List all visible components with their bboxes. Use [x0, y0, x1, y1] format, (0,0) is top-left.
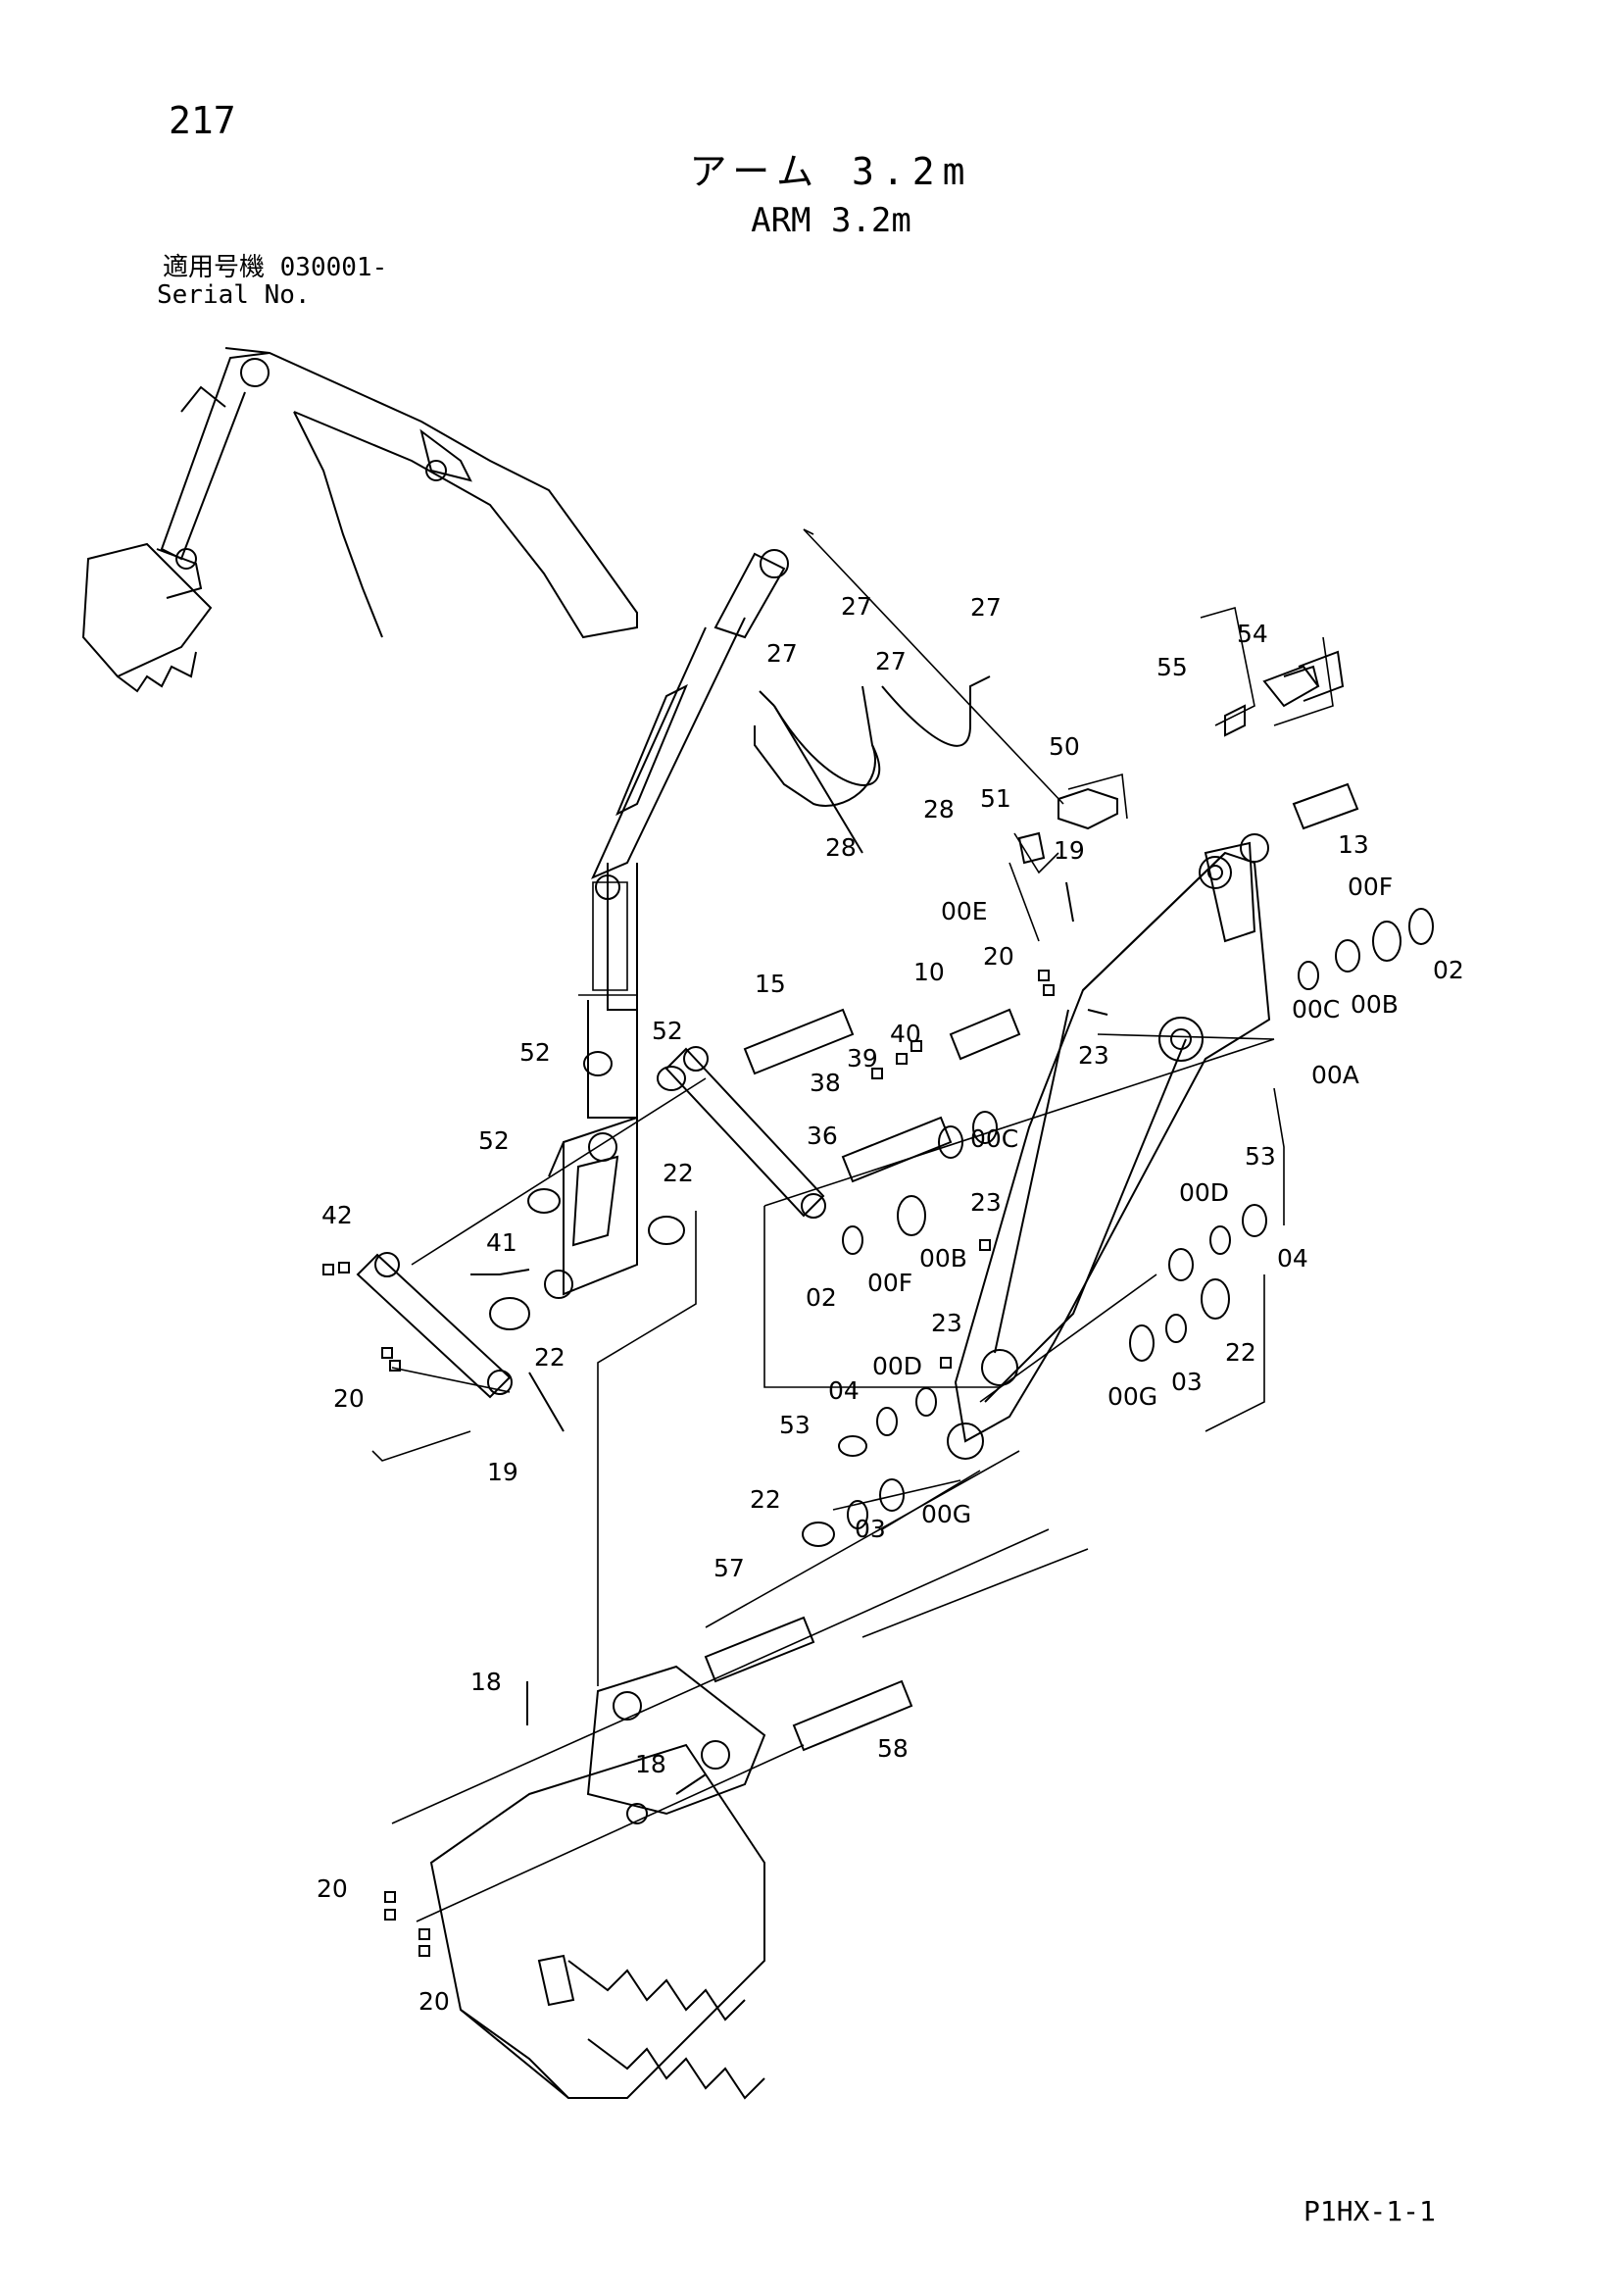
callout-label: 22	[1225, 1338, 1256, 1367]
callout-label: 18	[470, 1668, 502, 1696]
callout-label: 20	[983, 942, 1014, 971]
callout-label: 04	[828, 1376, 860, 1405]
callout-label: 38	[810, 1069, 841, 1097]
callout-label: 27	[766, 639, 798, 668]
callout-label: 03	[1171, 1368, 1203, 1396]
callout-label: 00B	[919, 1244, 967, 1273]
callout-label: 22	[663, 1159, 694, 1187]
callout-label: 20	[418, 1987, 450, 2016]
callout-label: 02	[1433, 956, 1464, 984]
callout-label: 53	[1245, 1142, 1276, 1171]
shims-illustration	[1017, 650, 1345, 865]
callout-label: 00G	[921, 1500, 971, 1528]
callout-label: 28	[923, 795, 955, 824]
callout-label: 00C	[1292, 995, 1340, 1023]
callout-label: 00F	[867, 1269, 912, 1297]
excavator-overview-illustration	[81, 347, 638, 693]
bolts-nuts-illustration	[322, 881, 1108, 1957]
callout-label: 10	[913, 958, 945, 986]
callout-label: 00D	[1179, 1178, 1229, 1207]
serial-label-japanese: 適用号機 030001-	[163, 253, 388, 282]
callout-label: 22	[750, 1485, 781, 1514]
callout-label: 00C	[970, 1124, 1018, 1153]
callout-label: 20	[333, 1384, 365, 1413]
callout-labels: 27 27 27 27 28 28 55 54 50 51 19 13 00F …	[317, 592, 1464, 2016]
title-english: ARM 3.2m	[751, 201, 911, 240]
callout-label: 00B	[1351, 990, 1399, 1019]
callout-label: 53	[779, 1411, 811, 1439]
callout-label: 04	[1277, 1244, 1308, 1273]
seals-rings-illustration	[489, 908, 1434, 1547]
callout-label: 20	[317, 1874, 348, 1903]
callout-label: 23	[1078, 1041, 1109, 1070]
callout-label: 00F	[1348, 873, 1393, 901]
callout-label: 52	[652, 1017, 683, 1045]
callout-label: 15	[755, 970, 786, 998]
callout-label: 58	[877, 1734, 909, 1763]
callout-label: 00G	[1107, 1382, 1157, 1411]
callout-label: 23	[931, 1309, 962, 1337]
title-japanese: アーム 3.2m	[689, 150, 973, 193]
callout-label: 18	[635, 1750, 666, 1778]
side-link-illustration	[356, 1046, 826, 1399]
callout-label: 00A	[1311, 1061, 1359, 1089]
hydraulic-hoses-illustration	[754, 675, 991, 854]
callout-label: 40	[890, 1020, 921, 1048]
callout-label: 50	[1049, 732, 1080, 761]
callout-label: 03	[855, 1515, 886, 1543]
callout-label: 41	[486, 1228, 517, 1257]
pins-illustration	[704, 782, 1359, 1752]
bucket-illustration	[429, 1665, 766, 2100]
callout-label: 28	[825, 833, 857, 862]
callout-label: 36	[807, 1122, 838, 1150]
callout-label: 27	[841, 592, 872, 621]
callout-label: 57	[713, 1554, 745, 1582]
callout-label: 19	[1054, 836, 1085, 865]
drawing-code: P1HX-1-1	[1303, 2195, 1436, 2227]
page-number: 217	[169, 99, 236, 142]
callout-label: 23	[970, 1188, 1002, 1217]
callout-label: 02	[806, 1283, 837, 1312]
arm-body-illustration	[947, 833, 1271, 1460]
callout-label: 39	[847, 1044, 878, 1073]
callout-label: 54	[1237, 620, 1268, 648]
callout-label: 27	[875, 647, 907, 675]
callout-label: 52	[519, 1038, 551, 1067]
callout-label: 00D	[872, 1352, 922, 1380]
callout-label: 52	[478, 1126, 510, 1155]
callout-label: 51	[980, 784, 1011, 813]
serial-label-english: Serial No.	[157, 280, 311, 310]
bucket-cylinder-illustration	[587, 549, 789, 1119]
callout-label: 00E	[941, 897, 988, 925]
leader-lines	[371, 528, 1334, 1922]
callout-label: 55	[1156, 653, 1188, 681]
callout-label: 27	[970, 593, 1002, 622]
callout-label: 19	[487, 1458, 518, 1486]
callout-label: 42	[321, 1201, 353, 1229]
link-bracket-illustration	[544, 1116, 638, 1299]
callout-label: 22	[534, 1343, 566, 1372]
callout-label: 13	[1338, 830, 1369, 859]
